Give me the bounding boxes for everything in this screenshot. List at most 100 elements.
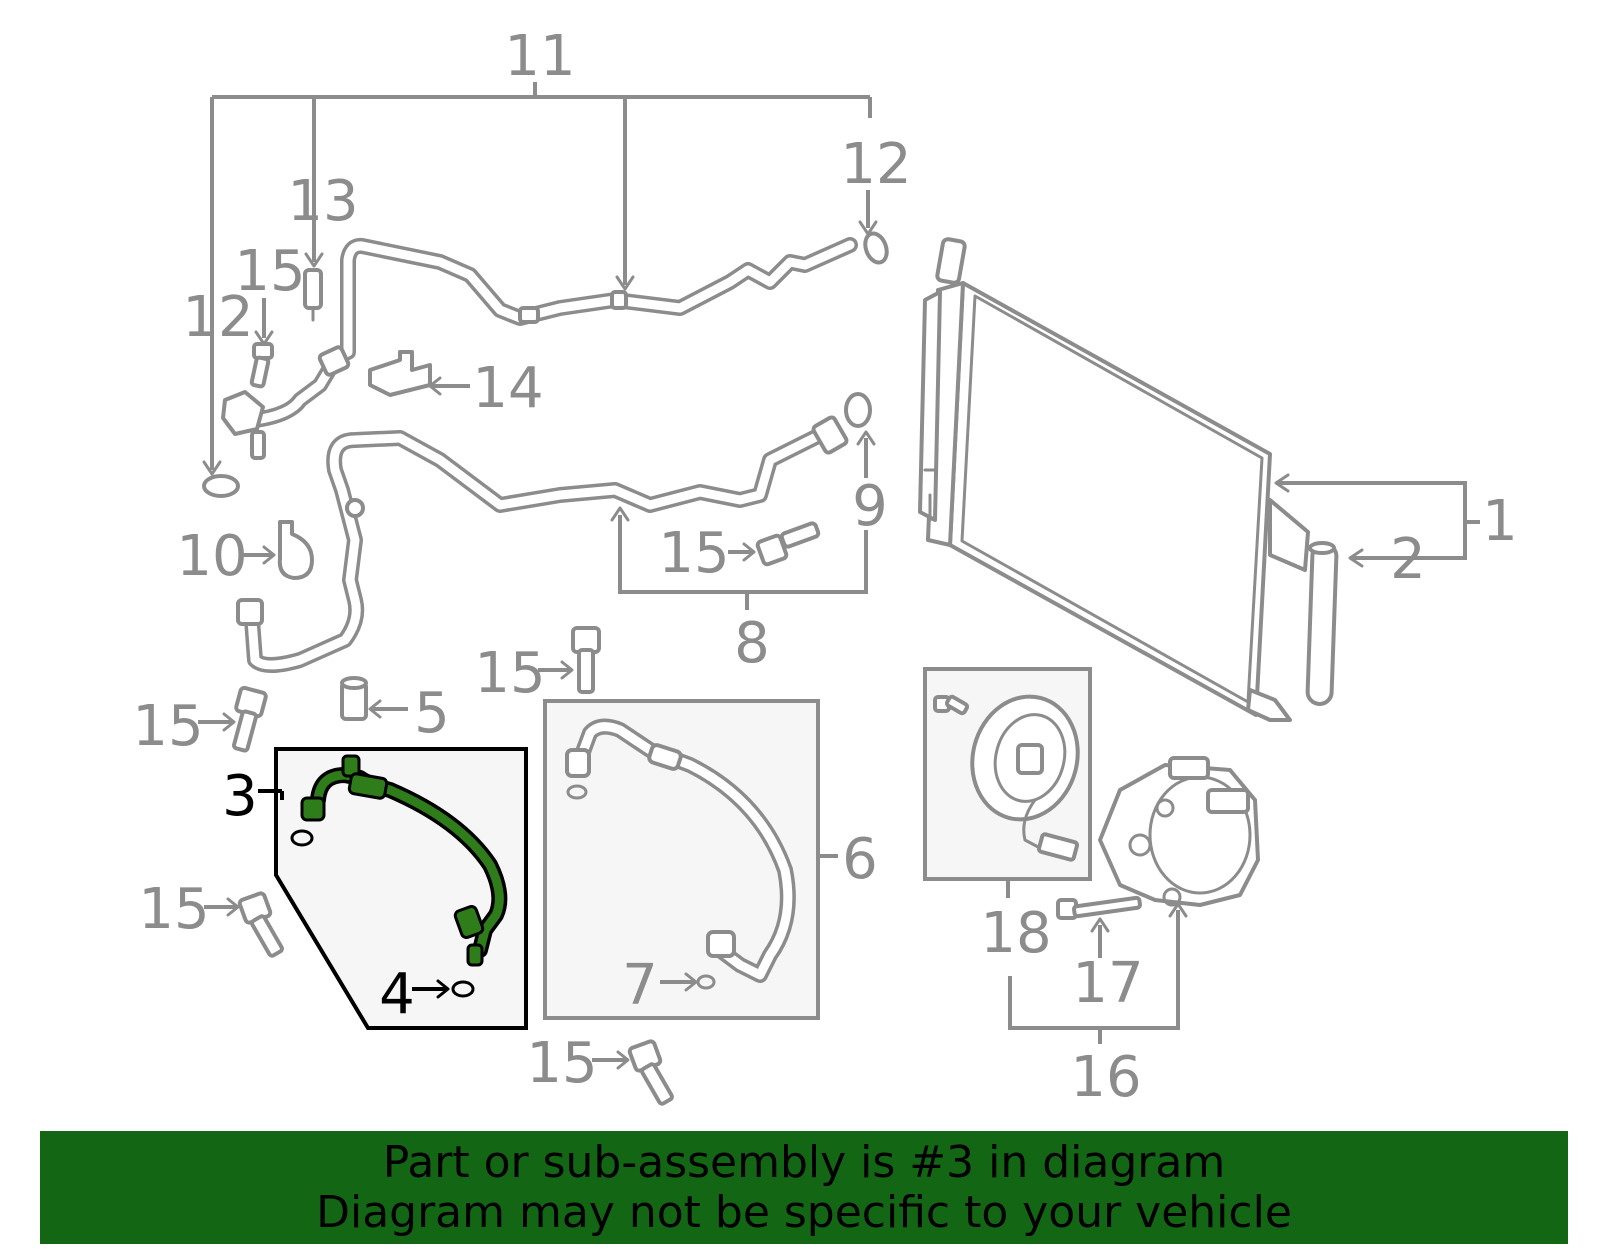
callout-15-top-left[interactable]: 15 xyxy=(234,239,305,304)
pressure-switch-13 xyxy=(303,268,323,310)
banner-line-disclaimer: Diagram may not be specific to your vehi… xyxy=(316,1186,1292,1238)
hose-fitting-lower xyxy=(453,904,485,940)
mount-hole xyxy=(1162,887,1182,907)
bolt-15-left xyxy=(231,685,268,753)
arrow-head xyxy=(436,979,450,999)
callout-10[interactable]: 10 xyxy=(176,524,247,589)
bolt-17 xyxy=(1056,895,1142,920)
callout-13[interactable]: 13 xyxy=(287,169,358,234)
callout-7[interactable]: 7 xyxy=(622,953,658,1018)
callout-2[interactable]: 2 xyxy=(1390,527,1426,592)
arrow-head xyxy=(615,275,635,291)
hose-stub xyxy=(466,943,484,967)
condenser-1 xyxy=(918,237,1310,722)
arrow-head xyxy=(1090,917,1110,933)
o-ring-7 xyxy=(696,974,716,990)
info-banner: Part or sub-assembly is #3 in diagram Di… xyxy=(40,1131,1568,1244)
line-joint xyxy=(518,306,540,324)
arrow-head xyxy=(226,897,240,917)
bolt-15-bottom xyxy=(627,1039,674,1106)
hose-fitting-upper xyxy=(565,748,591,778)
callout-12-right[interactable]: 12 xyxy=(840,132,911,197)
o-ring-12-right xyxy=(863,231,889,265)
line-end-fitting xyxy=(811,415,849,455)
callout-3-leader xyxy=(258,789,284,800)
line-end-fitting xyxy=(236,598,264,626)
clutch-plate xyxy=(993,713,1067,803)
arrow-head xyxy=(202,460,222,476)
clip-10 xyxy=(277,520,314,580)
kit-3-frame xyxy=(274,747,528,1030)
callout-18[interactable]: 18 xyxy=(980,901,1051,966)
arrow-head xyxy=(368,699,382,719)
highlighted-hose-3 xyxy=(300,754,508,967)
bolt-15-top-left xyxy=(249,342,274,389)
callout-11[interactable]: 11 xyxy=(504,24,575,89)
arrow-head xyxy=(610,506,630,522)
callout-16-17-leader xyxy=(1008,910,1180,1044)
discharge-line-8 xyxy=(236,415,849,673)
callout-12-left[interactable]: 12 xyxy=(182,285,253,350)
hose-fitting-upper xyxy=(300,796,326,822)
kit-6-group xyxy=(543,699,820,1020)
arrow-head xyxy=(262,545,276,565)
banner-line-part: Part or sub-assembly is #3 in diagram xyxy=(382,1136,1226,1188)
fitting-stem xyxy=(250,430,266,460)
bolt-15-mid xyxy=(755,521,821,567)
hose-crimp xyxy=(647,743,683,771)
mount-hole xyxy=(1128,833,1152,857)
callout-15-bottom[interactable]: 15 xyxy=(526,1031,597,1096)
bracket-14 xyxy=(368,350,432,397)
callout-15-lower-left[interactable]: 15 xyxy=(138,877,209,942)
callout-17[interactable]: 17 xyxy=(1072,951,1143,1016)
callout-9-8-leader xyxy=(618,438,868,594)
callout-11-leader xyxy=(210,82,872,470)
upper-line-11 xyxy=(221,237,858,460)
arrow-head xyxy=(856,430,876,446)
arrow-head xyxy=(1168,902,1188,918)
compressor-16 xyxy=(1098,756,1260,907)
o-ring xyxy=(566,784,588,800)
arrow-head xyxy=(742,542,756,562)
part-5 xyxy=(340,676,368,721)
drier-2 xyxy=(1305,541,1339,706)
kit-18-group xyxy=(923,667,1092,881)
callout-8[interactable]: 8 xyxy=(734,611,770,676)
callout-1-2-leader xyxy=(1276,481,1480,560)
callout-1[interactable]: 1 xyxy=(1482,489,1518,554)
callout-16[interactable]: 16 xyxy=(1070,1045,1141,1110)
callout-4[interactable]: 4 xyxy=(379,962,415,1027)
callout-3[interactable]: 3 xyxy=(222,764,258,829)
bolt-15-upper-mid xyxy=(571,626,601,694)
callout-14[interactable]: 14 xyxy=(472,356,543,421)
bolt-15-lower-left xyxy=(237,891,284,958)
block-fitting xyxy=(221,390,265,436)
arrow-head xyxy=(428,376,442,396)
clutch-wire xyxy=(1022,798,1042,850)
callout-15-left[interactable]: 15 xyxy=(132,694,203,759)
compressor-port xyxy=(1206,788,1250,814)
arrow-head xyxy=(616,1050,630,1070)
kit-3-group[interactable]: 3 4 xyxy=(222,747,528,1030)
arrow-head xyxy=(304,252,324,268)
callout-9[interactable]: 9 xyxy=(852,474,888,539)
o-ring-9 xyxy=(844,392,872,428)
hose-fitting-lower xyxy=(706,930,736,958)
clutch-connector xyxy=(1036,832,1080,862)
o-ring-3 xyxy=(290,829,314,847)
callout-15-upper-mid[interactable]: 15 xyxy=(474,641,545,706)
line-port xyxy=(345,498,365,518)
arrow-head xyxy=(222,712,236,732)
hose-crimp xyxy=(347,772,389,800)
callout-11-group: 11 xyxy=(202,24,872,476)
o-ring-12-left xyxy=(202,474,240,498)
callout-15-mid[interactable]: 15 xyxy=(658,521,729,586)
clutch-bolt-shank xyxy=(944,694,970,716)
arrow-head xyxy=(1274,473,1290,493)
mount-hole xyxy=(1155,798,1175,818)
line-clip xyxy=(317,345,351,377)
callout-5[interactable]: 5 xyxy=(414,681,450,746)
compressor-port xyxy=(1168,756,1210,780)
callout-6[interactable]: 6 xyxy=(842,827,878,892)
